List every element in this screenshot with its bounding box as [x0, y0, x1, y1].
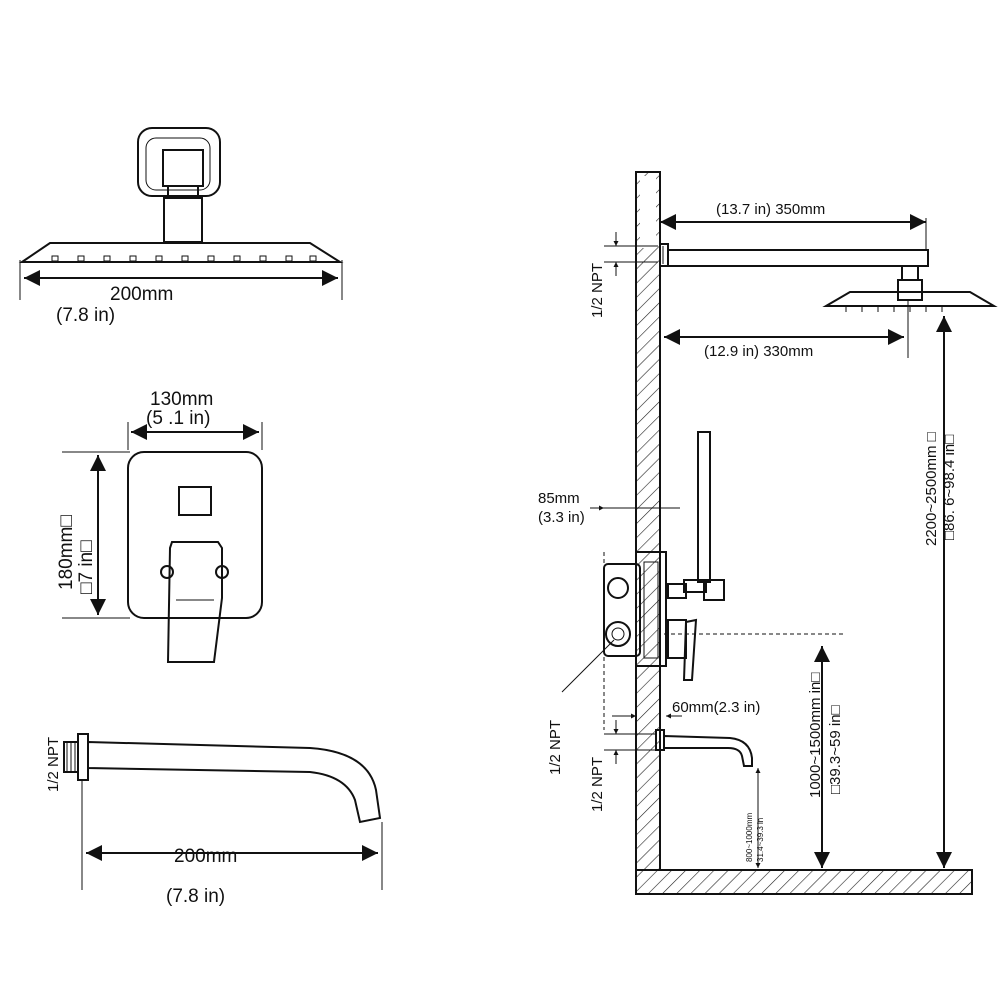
arm-connector	[162, 149, 204, 187]
floor-section	[635, 869, 973, 895]
total-height-mm: 2200~2500mm □	[923, 432, 940, 546]
wall-85-in: (3.3 in)	[538, 509, 585, 526]
handle-hub-left	[160, 565, 174, 579]
shower-head-drawing: 200mm (7.8 in)	[18, 127, 344, 326]
top-npt-label: 1/2 NPT	[589, 263, 606, 318]
outlet-elbow	[667, 583, 687, 599]
spout-body	[87, 740, 382, 824]
valve-npt-label: 1/2 NPT	[547, 720, 564, 775]
plate-height-in: □7 in□	[76, 540, 97, 594]
shower-arm-assembly: (13.7 in) 350mm (12.9 in) 330mm 1/2 NPT	[589, 201, 998, 360]
lever-handle	[166, 541, 223, 663]
spout-npt-label: 1/2 NPT	[45, 737, 62, 792]
height-dimensions: 2200~2500mm □ □86. 6~98.4 in□ 1000~1500m…	[745, 316, 958, 868]
wall-85-mm: 85mm	[538, 490, 580, 507]
outlet-port-upper	[607, 577, 629, 599]
arm-350-label: (13.7 in) 350mm	[716, 201, 825, 218]
arm-flange	[659, 243, 669, 267]
head-neck	[163, 197, 203, 243]
lower-spout	[663, 734, 753, 767]
total-height-in: □86. 6~98.4 in□	[941, 435, 958, 540]
plate-width-in: (5 .1 in)	[146, 408, 210, 429]
head-ball-joint	[901, 265, 919, 281]
plate-height-mm: 180mm□	[56, 515, 77, 590]
inlet-port	[605, 621, 631, 647]
holder-arm	[683, 579, 707, 593]
head-width-in: (7.8 in)	[56, 305, 115, 326]
spout-length-in: (7.8 in)	[166, 886, 225, 907]
valve-height-mm: 1000~1500mm in□	[807, 673, 824, 798]
plate-width-mm: 130mm	[150, 389, 213, 410]
spout-collar	[77, 733, 89, 781]
spout-height-in: 31.4~39.3 in	[756, 818, 765, 862]
wall-and-floor	[635, 171, 973, 895]
valve-assembly: 85mm (3.3 in) 1/2 NPT 60mm(2.3 in)	[538, 431, 846, 775]
head-plate	[18, 242, 344, 263]
gap-60-label: 60mm(2.3 in)	[672, 699, 760, 716]
wall-flange-outer	[137, 127, 221, 197]
hand-shower-handle	[697, 431, 711, 583]
valve-body-front	[635, 551, 667, 667]
tub-spout-drawing: 1/2 NPT 200mm (7.8 in)	[45, 733, 383, 907]
lower-npt-label: 1/2 NPT	[589, 757, 606, 812]
shower-arm	[667, 249, 929, 267]
valve-height-in: □39.3~59 in□	[827, 705, 844, 794]
valve-plate-drawing: 130mm (5 .1 in) 180mm□ □7 in□	[56, 389, 263, 663]
wall-section	[635, 171, 661, 871]
wall-spout-assembly: 1/2 NPT	[589, 720, 753, 812]
diverter-button	[178, 486, 212, 516]
spout-height-mm: 800~1000mm	[745, 813, 754, 862]
trim-plate	[127, 451, 263, 619]
arm-330-label: (12.9 in) 330mm	[704, 343, 813, 360]
head-width-mm: 200mm	[110, 284, 173, 305]
wall-flange-inner	[145, 137, 211, 191]
head-swivel	[897, 279, 923, 301]
head-plate-side	[822, 291, 998, 307]
mixer-lever	[682, 618, 698, 681]
head-nozzles	[51, 255, 317, 262]
mixer-lever-body	[667, 619, 687, 659]
spout-length-mm: 200mm	[174, 846, 237, 867]
hand-shower-holder	[703, 579, 725, 601]
